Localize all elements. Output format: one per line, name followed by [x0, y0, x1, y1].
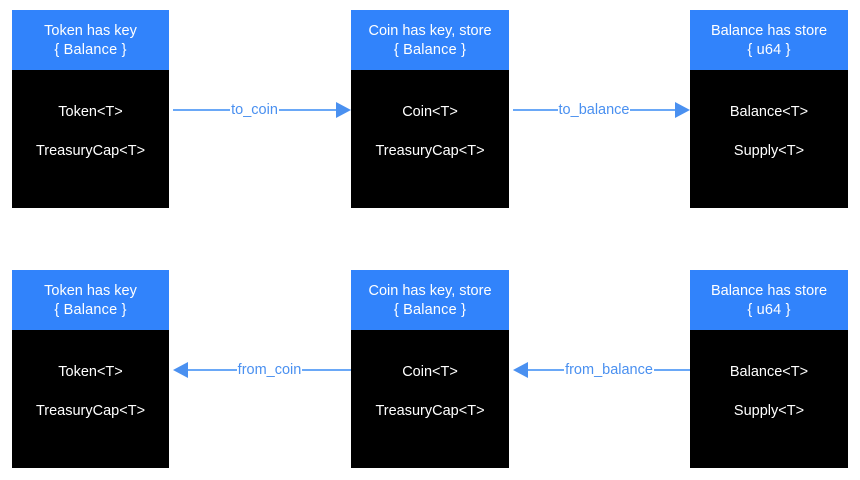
edge-label: to_coin [231, 101, 278, 118]
node-header-line2: { Balance } [54, 302, 127, 318]
node-header: Token has key { Balance } [12, 10, 169, 70]
edge-label: from_coin [237, 361, 302, 378]
node-body: Token<T> TreasuryCap<T> [12, 330, 169, 468]
node-body-line1: Balance<T> [729, 364, 809, 380]
node-body-line2: TreasuryCap<T> [35, 143, 146, 159]
node-header-line1: Token has key [44, 23, 137, 39]
node-balance-top[interactable]: Balance has store { u64 } Balance<T> Sup… [690, 10, 848, 208]
edge-label: to_balance [558, 101, 630, 118]
node-header-line1: Token has key [44, 283, 137, 299]
arrow-right-icon [336, 102, 352, 118]
node-body-line1: Coin<T> [402, 364, 458, 380]
arrow-right-icon [675, 102, 691, 118]
edge-label: from_balance [565, 361, 653, 378]
node-body-line2: TreasuryCap<T> [375, 143, 485, 159]
edge-line [513, 109, 558, 111]
node-header-line1: Coin has key, store [368, 283, 492, 299]
edge-line [302, 369, 352, 371]
node-balance-bottom[interactable]: Balance has store { u64 } Balance<T> Sup… [690, 270, 848, 468]
node-header: Balance has store { u64 } [690, 270, 848, 330]
node-body-line1: Balance<T> [729, 104, 809, 120]
node-body: Token<T> TreasuryCap<T> [12, 70, 169, 208]
arrow-left-icon [173, 362, 188, 378]
edge-line [630, 109, 676, 111]
edge-line [528, 369, 565, 371]
node-header-line2: { Balance } [393, 302, 467, 318]
node-coin-top[interactable]: Coin has key, store { Balance } Coin<T> … [351, 10, 509, 208]
node-header-line1: Balance has store [710, 23, 828, 39]
node-header-line2: { Balance } [393, 42, 467, 58]
node-body: Balance<T> Supply<T> [690, 330, 848, 468]
node-body-line1: Coin<T> [402, 104, 458, 120]
edge-line [188, 369, 237, 371]
edge-line [278, 109, 337, 111]
node-body-line2: TreasuryCap<T> [375, 403, 485, 419]
node-body: Coin<T> TreasuryCap<T> [351, 330, 509, 468]
node-body-line2: Supply<T> [733, 143, 805, 159]
arrow-left-icon [513, 362, 528, 378]
node-header: Token has key { Balance } [12, 270, 169, 330]
node-body: Coin<T> TreasuryCap<T> [351, 70, 509, 208]
node-token-bottom[interactable]: Token has key { Balance } Token<T> Treas… [12, 270, 169, 468]
edge-from-coin: from_coin [173, 359, 352, 381]
node-body-line1: Token<T> [58, 364, 123, 380]
node-header: Coin has key, store { Balance } [351, 270, 509, 330]
node-header-line1: Balance has store [710, 283, 828, 299]
node-body-line2: TreasuryCap<T> [35, 403, 146, 419]
node-header-line2: { u64 } [747, 42, 791, 58]
node-header: Coin has key, store { Balance } [351, 10, 509, 70]
node-body-line1: Token<T> [58, 104, 123, 120]
node-header-line1: Coin has key, store [368, 23, 492, 39]
node-header: Balance has store { u64 } [690, 10, 848, 70]
edge-line [173, 109, 231, 111]
edge-to-balance: to_balance [513, 99, 691, 121]
edge-to-coin: to_coin [173, 99, 352, 121]
node-body: Balance<T> Supply<T> [690, 70, 848, 208]
node-token-top[interactable]: Token has key { Balance } Token<T> Treas… [12, 10, 169, 208]
edge-line [653, 369, 691, 371]
node-header-line2: { Balance } [54, 42, 127, 58]
node-header-line2: { u64 } [747, 302, 791, 318]
edge-from-balance: from_balance [513, 359, 691, 381]
node-body-line2: Supply<T> [733, 403, 805, 419]
node-coin-bottom[interactable]: Coin has key, store { Balance } Coin<T> … [351, 270, 509, 468]
